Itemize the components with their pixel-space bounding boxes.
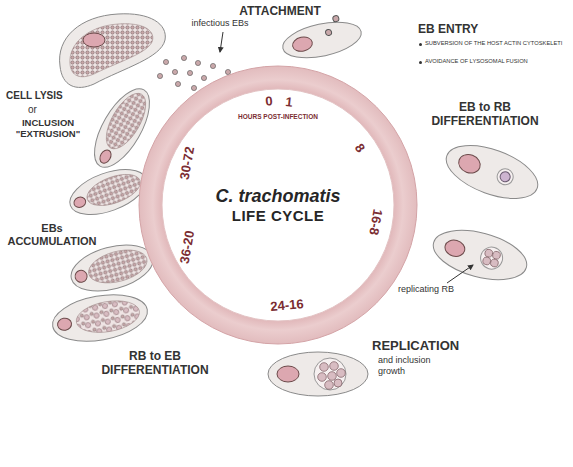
stage-label: CELL LYSIS (6, 90, 86, 102)
stage-label: or (28, 104, 58, 116)
stage-label: REPLICATION (372, 338, 492, 354)
time-ring: C. trachomatisLIFE CYCLE01HOURS POST-INF… (138, 65, 418, 345)
organism-name: C. trachomatis (215, 186, 340, 207)
outer-ring (139, 66, 417, 344)
host-cell (268, 352, 368, 396)
stage-label: INCLUSION "EXTRUSION" (2, 117, 94, 140)
hour-mark: 24-16 (270, 296, 304, 314)
stage-label: EBs ACCUMULATION (2, 222, 102, 248)
bullet-note: AVOIDANCE OF LYSOSOMAL FUSION (418, 58, 573, 65)
axis-title: HOURS POST-INFECTION (238, 113, 318, 120)
pointer-label: replicating RB (398, 284, 478, 295)
host-cell (279, 11, 365, 64)
pointer-arrow (220, 32, 223, 52)
hours-band (162, 89, 394, 321)
stage-label: EB ENTRY (418, 22, 558, 36)
pointer-label: infectious EBs (180, 18, 260, 29)
hour-mark: 0 (265, 93, 274, 109)
stage-note: and inclusion growth (378, 355, 458, 377)
pointer-arrow (447, 265, 473, 283)
stage-label: ATTACHMENT (225, 4, 335, 18)
bullet-note: SUBVERSION OF THE HOST ACTIN CYTOSKELETI (418, 40, 573, 47)
diagram-title: LIFE CYCLE (232, 207, 325, 224)
stage-label: EB to RB DIFFERENTIATION (420, 100, 550, 129)
host-cell (439, 135, 544, 209)
lysing-cell (60, 14, 166, 88)
host-cell (428, 221, 532, 288)
stage-label: RB to EB DIFFERENTIATION (90, 349, 220, 378)
host-cell (49, 288, 151, 348)
